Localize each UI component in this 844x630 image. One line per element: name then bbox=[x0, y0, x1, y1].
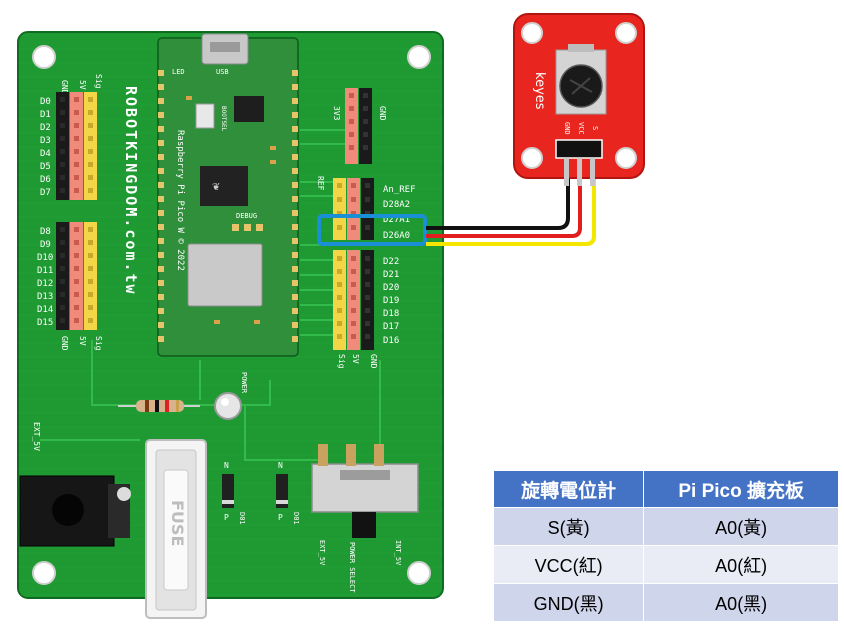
ext-5v-label: EXT_5V bbox=[32, 422, 41, 451]
analog-label: D26A0 bbox=[383, 231, 410, 241]
left-lower-header bbox=[56, 222, 97, 330]
diode-label: P bbox=[224, 513, 229, 522]
right-digital-header bbox=[333, 250, 374, 350]
digital-label: D21 bbox=[383, 270, 399, 280]
module-brand: keyes bbox=[532, 72, 547, 110]
bootsel-button bbox=[196, 104, 214, 128]
switch-label: INT_5V bbox=[394, 540, 402, 566]
left-upper-header bbox=[56, 92, 97, 200]
table-cell: VCC(紅) bbox=[494, 546, 644, 584]
left-bottom-label: Sig bbox=[94, 336, 103, 351]
pin-label: D8 bbox=[40, 227, 51, 237]
pin-label: D11 bbox=[37, 266, 53, 276]
pin-label: D14 bbox=[37, 305, 53, 315]
diode-label: N bbox=[278, 461, 283, 470]
analog-label: D28A2 bbox=[383, 200, 410, 210]
pin-label: D1 bbox=[40, 110, 51, 120]
left-bottom-label: GND bbox=[60, 336, 69, 351]
pin-label: D7 bbox=[40, 188, 51, 198]
pin-label: D12 bbox=[37, 279, 53, 289]
right-bottom-label: Sig bbox=[337, 354, 346, 369]
pin-label: D6 bbox=[40, 175, 51, 185]
diode-label: D01 bbox=[238, 512, 246, 525]
digital-label: D19 bbox=[383, 296, 399, 306]
rp2040-chip bbox=[200, 166, 248, 206]
table-cell: A0(黃) bbox=[644, 508, 839, 546]
left-top-label: Sig bbox=[94, 74, 103, 89]
right-bottom-label: 5V bbox=[351, 354, 360, 364]
usb-label: USB bbox=[216, 68, 229, 76]
pin-label: D13 bbox=[37, 292, 53, 302]
flash-chip bbox=[234, 96, 264, 122]
switch-label: EXT_5V bbox=[318, 540, 326, 566]
pin-label: D0 bbox=[40, 97, 51, 107]
pin-label: D10 bbox=[37, 253, 53, 263]
analog-label: An_REF bbox=[383, 185, 416, 195]
column-header: 旋轉電位計 bbox=[494, 471, 644, 508]
dc-jack bbox=[20, 476, 131, 546]
left-top-label: 5V bbox=[78, 80, 87, 90]
pin-label: D5 bbox=[40, 162, 51, 172]
power-led-label: POWER bbox=[240, 372, 248, 394]
table-row: GND(黑) A0(黑) bbox=[494, 584, 839, 622]
power-led bbox=[215, 393, 241, 419]
module-pin-label: S bbox=[591, 126, 599, 130]
connection-table: 旋轉電位計 Pi Pico 擴充板 S(黃) A0(黃) VCC(紅) A0(紅… bbox=[493, 470, 839, 622]
table-cell: GND(黑) bbox=[494, 584, 644, 622]
potentiometer-module: keyes GND VCC S bbox=[514, 14, 644, 186]
power-label-gnd: GND bbox=[378, 106, 387, 121]
diode-label: P bbox=[278, 513, 283, 522]
pin-label: D15 bbox=[37, 318, 53, 328]
wifi-module bbox=[188, 244, 262, 306]
table-cell: A0(紅) bbox=[644, 546, 839, 584]
pin-label: D2 bbox=[40, 123, 51, 133]
pin-label: D3 bbox=[40, 136, 51, 146]
table-cell: A0(黑) bbox=[644, 584, 839, 622]
right-bottom-label: GND bbox=[369, 354, 378, 369]
digital-label: D20 bbox=[383, 283, 399, 293]
diode-label: N bbox=[224, 461, 229, 470]
fuse-text: FUSE bbox=[168, 500, 187, 546]
pico-board: USB LED BOOTSEL ❦ DEBUG Raspberry Pi Pic… bbox=[158, 34, 298, 356]
digital-label: D18 bbox=[383, 309, 399, 319]
led-label: LED bbox=[172, 68, 185, 76]
pico-text: Raspberry Pi Pico W © 2022 bbox=[175, 130, 185, 271]
switch-label: POWER SELECT bbox=[348, 542, 356, 593]
table-row: VCC(紅) A0(紅) bbox=[494, 546, 839, 584]
table-header-row: 旋轉電位計 Pi Pico 擴充板 bbox=[494, 471, 839, 508]
digital-label: D17 bbox=[383, 322, 399, 332]
fuse-holder: FUSE bbox=[146, 440, 206, 618]
analog-header bbox=[333, 178, 374, 240]
module-pin-label: GND bbox=[563, 122, 571, 135]
table-row: S(黃) A0(黃) bbox=[494, 508, 839, 546]
digital-label: D22 bbox=[383, 257, 399, 267]
expansion-board: GND 5V Sig D0 D1 D2 D3 D4 D5 D6 D7 bbox=[18, 32, 443, 618]
bootsel-label: BOOTSEL bbox=[220, 106, 227, 132]
column-header: Pi Pico 擴充板 bbox=[644, 471, 839, 508]
digital-label: D16 bbox=[383, 336, 399, 346]
module-header bbox=[556, 140, 602, 158]
left-bottom-label: 5V bbox=[78, 336, 87, 346]
debug-label: DEBUG bbox=[236, 212, 257, 220]
brand-text: ROBOTKINGDOM.com.tw bbox=[122, 86, 140, 296]
module-pin-label: VCC bbox=[577, 122, 585, 135]
table-cell: S(黃) bbox=[494, 508, 644, 546]
pin-label: D9 bbox=[40, 240, 51, 250]
diode-label: D01 bbox=[292, 512, 300, 525]
svg-text:❦: ❦ bbox=[212, 182, 220, 193]
ref-label: REF bbox=[316, 176, 325, 191]
pin-label: D4 bbox=[40, 149, 51, 159]
power-label-3v3: 3V3 bbox=[332, 106, 341, 121]
